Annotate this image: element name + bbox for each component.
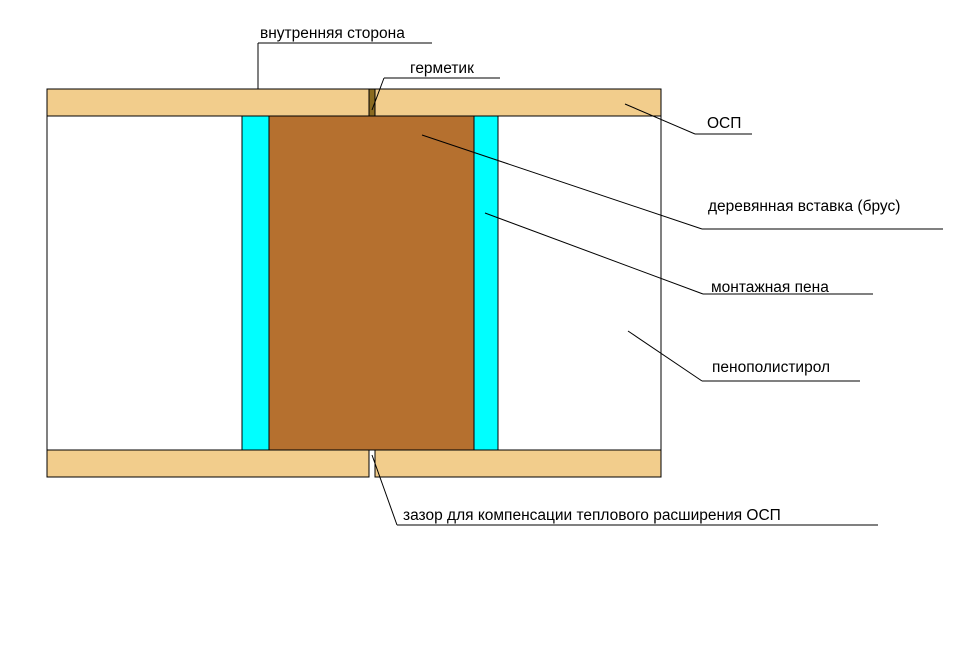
osb-board-top-left [46, 88, 370, 117]
mounting-foam-right [473, 115, 499, 451]
leader-sealant [371, 77, 385, 111]
leader-polystyrene [627, 330, 703, 382]
label-mounting-foam: монтажная пена [711, 279, 829, 296]
sealant [368, 88, 376, 117]
leader-expansion-gap [371, 454, 398, 526]
label-polystyrene: пенополистирол [712, 359, 830, 376]
label-osb: ОСП [707, 115, 741, 132]
label-inner-side: внутренняя сторона [260, 25, 405, 42]
osb-board-top-right [374, 88, 662, 117]
leader-wood-insert [421, 134, 703, 230]
osb-board-bottom-right [374, 449, 662, 478]
label-wood-insert: деревянная вставка (брус) [708, 198, 900, 215]
label-sealant: герметик [410, 60, 474, 77]
wood-insert [268, 115, 475, 451]
osb-board-bottom-left [46, 449, 370, 478]
label-expansion-gap: зазор для компенсации теплового расширен… [403, 507, 781, 524]
leader-mounting-foam [484, 212, 704, 295]
leader-osb [624, 103, 696, 135]
mounting-foam-left [241, 115, 270, 451]
